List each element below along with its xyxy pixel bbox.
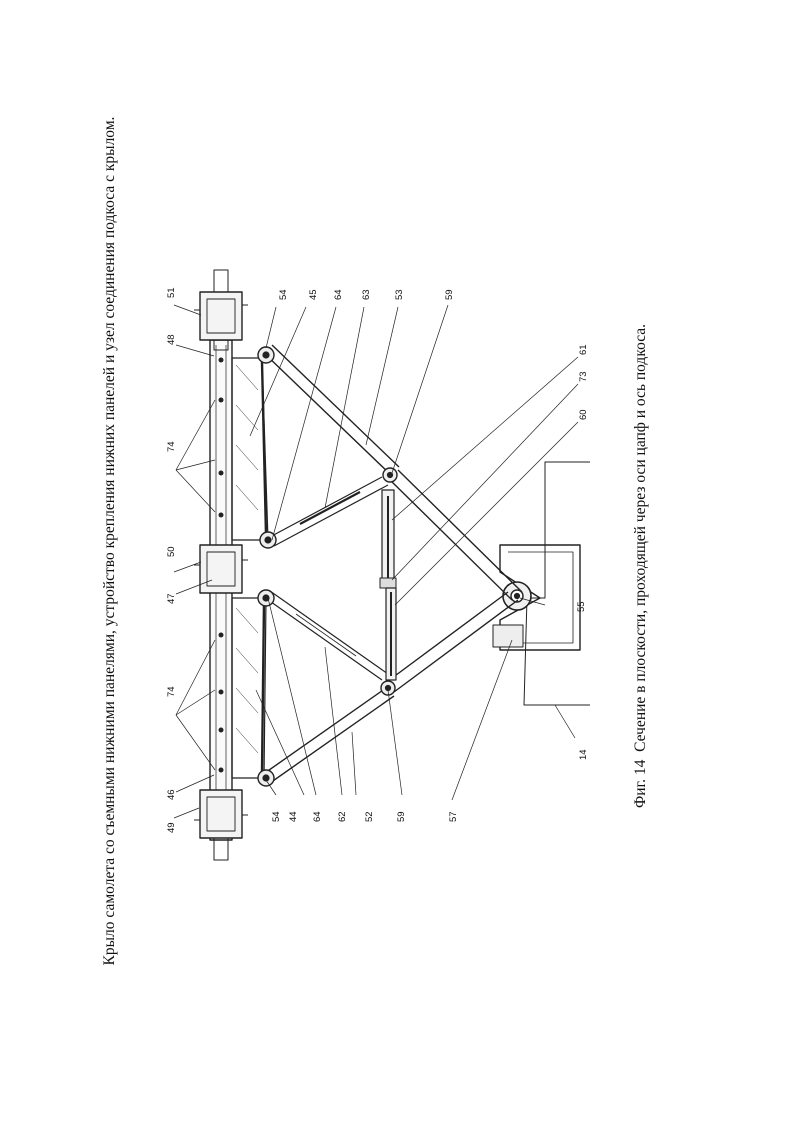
part-label-64-upper: 64 bbox=[333, 289, 344, 300]
strut-axis-joint bbox=[502, 581, 532, 611]
part-label-51: 51 bbox=[166, 287, 177, 298]
part-label-50: 50 bbox=[166, 546, 177, 557]
leader-lines bbox=[173, 304, 579, 819]
spar-fasteners bbox=[218, 357, 224, 773]
joint-strut-lower bbox=[380, 680, 396, 696]
lower-panel-lower bbox=[231, 597, 267, 779]
joint-mid-upper bbox=[259, 531, 277, 549]
main-strut-lower bbox=[261, 687, 395, 784]
brace-upper bbox=[267, 476, 389, 547]
part-label-52: 52 bbox=[364, 811, 375, 822]
joint-mid-lower bbox=[257, 589, 275, 607]
fuselage-fitting bbox=[492, 544, 581, 651]
spar-fitting-middle bbox=[194, 544, 248, 594]
main-strut-upper bbox=[263, 344, 400, 476]
part-label-46: 46 bbox=[166, 789, 177, 800]
part-label-55: 55 bbox=[576, 601, 587, 612]
part-label-54-upper: 54 bbox=[278, 289, 289, 300]
part-label-44: 44 bbox=[288, 811, 299, 822]
part-label-63: 63 bbox=[361, 289, 372, 300]
part-label-59-lower: 59 bbox=[396, 811, 407, 822]
brace-lower bbox=[263, 590, 389, 681]
part-label-61: 61 bbox=[578, 344, 589, 355]
part-label-54-lower: 54 bbox=[271, 811, 282, 822]
outer-strut-upper bbox=[387, 469, 523, 601]
spar-fitting-upper bbox=[194, 269, 248, 351]
outer-strut-lower bbox=[383, 591, 519, 693]
part-label-74-lower: 74 bbox=[166, 686, 177, 697]
lower-panel-upper bbox=[231, 357, 269, 541]
part-label-47: 47 bbox=[166, 593, 177, 604]
part-label-14: 14 bbox=[578, 749, 589, 760]
part-label-48: 48 bbox=[166, 334, 177, 345]
fuselage-frame-outline bbox=[523, 461, 590, 706]
part-label-62: 62 bbox=[337, 811, 348, 822]
joint-strut-upper bbox=[382, 467, 398, 483]
part-label-45: 45 bbox=[308, 289, 319, 300]
part-label-60: 60 bbox=[578, 409, 589, 420]
part-label-49: 49 bbox=[166, 822, 177, 833]
joint-upper-spar bbox=[257, 346, 275, 364]
part-label-74-upper: 74 bbox=[166, 441, 177, 452]
part-labels: 51 48 74 50 47 74 46 49 54 45 64 63 53 5… bbox=[166, 287, 589, 833]
spar-fitting-lower bbox=[194, 789, 248, 861]
part-label-64-lower: 64 bbox=[312, 811, 323, 822]
joint-lower-spar bbox=[257, 769, 275, 787]
adjustable-link bbox=[379, 489, 397, 681]
part-label-59-upper: 59 bbox=[444, 289, 455, 300]
part-label-57: 57 bbox=[448, 811, 459, 822]
part-label-73: 73 bbox=[578, 371, 589, 382]
part-label-53: 53 bbox=[394, 289, 405, 300]
